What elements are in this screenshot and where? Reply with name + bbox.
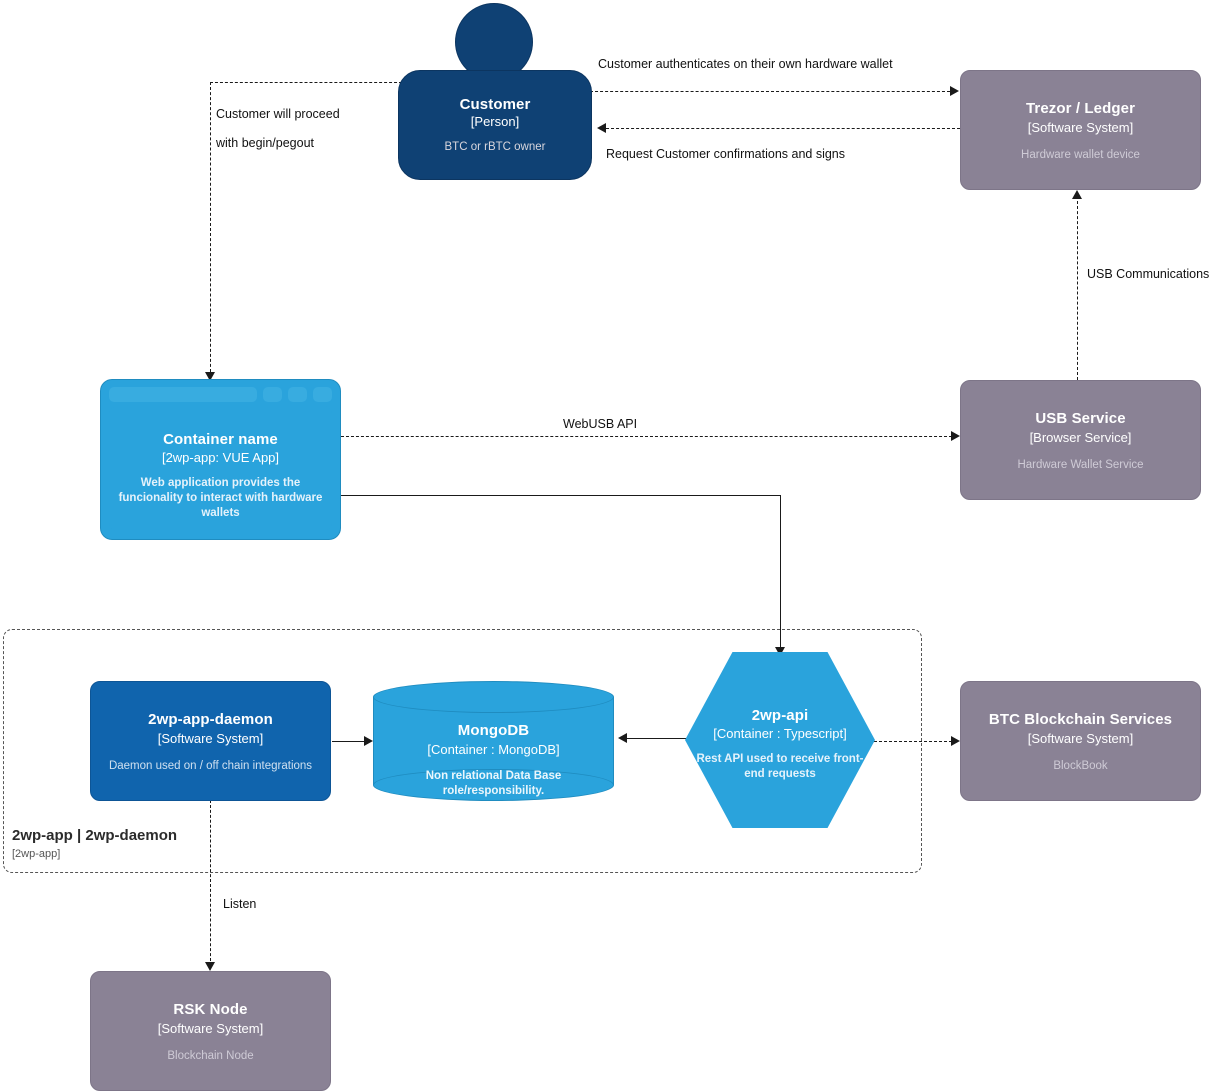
edge-api-to-btcservices-line [874, 741, 952, 742]
edge-trezor-to-customer-arrow [597, 123, 606, 133]
edge-label-customer-authenticates: Customer authenticates on their own hard… [598, 57, 893, 71]
hexagon-shape [685, 652, 875, 828]
browser-button-maximize-icon[interactable] [288, 387, 307, 402]
customer-title: Customer [459, 96, 531, 113]
btcservices-title: BTC Blockchain Services [988, 711, 1173, 728]
rsknode-desc: Blockchain Node [167, 1050, 254, 1062]
edge-vueapp-to-api-h [341, 495, 781, 496]
rsknode-tech: [Software System] [157, 1021, 264, 1036]
edge-label-request-confirmations: Request Customer confirmations and signs [606, 147, 846, 161]
usbservice-title: USB Service [1035, 410, 1126, 427]
cylinder-bottom [373, 769, 614, 801]
edge-vueapp-to-usb-line [341, 436, 952, 437]
edge-daemon-to-mongo-arrow [364, 736, 373, 746]
edge-usb-to-trezor-line [1077, 196, 1078, 380]
node-rsk-node[interactable]: RSK Node [Software System] Blockchain No… [90, 971, 331, 1091]
trezor-desc: Hardware wallet device [1021, 149, 1140, 161]
usbservice-tech: [Browser Service] [1029, 430, 1132, 445]
cylinder-top [373, 681, 614, 713]
edge-api-to-mongo-arrow [618, 733, 627, 743]
edge-vueapp-to-api-v [780, 495, 781, 651]
edge-label-customer-proceed-2: with begin/pegout [216, 136, 314, 150]
vueapp-tech: [2wp-app: VUE App] [161, 450, 280, 465]
customer-tech: [Person] [470, 114, 520, 129]
edge-trezor-to-customer-line [606, 128, 960, 129]
browser-button-minimize-icon[interactable] [263, 387, 282, 402]
edge-vueapp-to-usb-arrow [951, 431, 960, 441]
trezor-tech: [Software System] [1027, 120, 1134, 135]
node-trezor-ledger[interactable]: Trezor / Ledger [Software System] Hardwa… [960, 70, 1201, 190]
node-2wp-api[interactable]: 2wp-api [Container : Typescript] Rest AP… [685, 652, 875, 828]
edge-label-usb-communications: USB Communications [1087, 267, 1210, 281]
edge-customer-to-vueapp-arrow [205, 372, 215, 381]
btcservices-desc: BlockBook [1053, 760, 1108, 772]
edge-customer-to-trezor-line [590, 91, 950, 92]
edge-daemon-to-mongo-line [332, 741, 367, 742]
edge-vueapp-to-api-arrow [775, 647, 785, 656]
customer-person-head [455, 3, 533, 81]
edge-customer-to-trezor-arrow [950, 86, 959, 96]
vueapp-desc: Web application provides the funcionalit… [118, 477, 323, 519]
customer-desc: BTC or rBTC owner [444, 141, 546, 153]
edge-customer-to-vueapp-h [210, 82, 402, 83]
edge-daemon-to-rsknode-line [210, 800, 211, 966]
browser-viewport: Container name [2wp-app: VUE App] Web ap… [109, 406, 332, 531]
rsknode-title: RSK Node [173, 1001, 248, 1018]
node-2wp-app-daemon[interactable]: 2wp-app-daemon [Software System] Daemon … [90, 681, 331, 801]
edge-label-customer-proceed-1: Customer will proceed [216, 107, 340, 121]
browser-title-bar [109, 387, 332, 402]
usbservice-desc: Hardware Wallet Service [1017, 459, 1144, 471]
node-2wp-app-vue[interactable]: Container name [2wp-app: VUE App] Web ap… [100, 379, 341, 540]
boundary-label: 2wp-app | 2wp-daemon [12, 827, 178, 844]
edge-api-to-mongo-line [627, 738, 725, 739]
daemon-tech: [Software System] [157, 731, 264, 746]
vueapp-title: Container name [163, 431, 278, 448]
daemon-desc: Daemon used on / off chain integrations [108, 760, 313, 772]
edge-api-to-btcservices-arrow [951, 736, 960, 746]
edge-daemon-to-rsknode-arrow [205, 962, 215, 971]
node-btc-blockchain-services[interactable]: BTC Blockchain Services [Software System… [960, 681, 1201, 801]
edge-usb-to-trezor-arrow [1072, 190, 1082, 199]
edge-label-webusb-api: WebUSB API [563, 417, 638, 431]
daemon-title: 2wp-app-daemon [148, 711, 273, 728]
boundary-2wp-app [3, 629, 922, 873]
edge-customer-to-vueapp-v [210, 82, 211, 377]
boundary-tech: [2wp-app] [12, 848, 61, 860]
browser-button-close-icon[interactable] [313, 387, 332, 402]
node-usb-service[interactable]: USB Service [Browser Service] Hardware W… [960, 380, 1201, 500]
btcservices-tech: [Software System] [1027, 731, 1134, 746]
node-customer[interactable]: Customer [Person] BTC or rBTC owner [398, 70, 592, 180]
trezor-title: Trezor / Ledger [1025, 100, 1136, 117]
edge-label-listen: Listen [223, 897, 257, 911]
node-mongodb[interactable]: MongoDB [Container : MongoDB] Non relati… [373, 681, 614, 801]
browser-address-bar[interactable] [109, 387, 257, 402]
